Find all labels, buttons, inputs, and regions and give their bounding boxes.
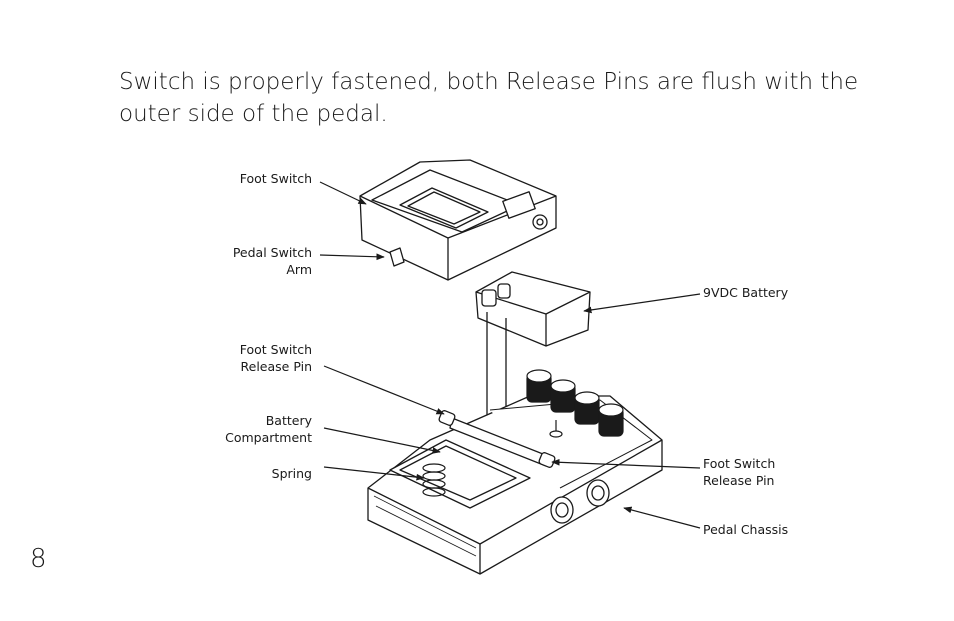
label-pedal-chassis-text: Pedal Chassis [703, 522, 789, 537]
leader-arrows [319, 181, 701, 529]
page-number: 8 [30, 544, 47, 574]
label-release-pin-left-line1: Foot Switch [239, 342, 312, 357]
label-battery-compartment: Battery Compartment [200, 412, 312, 446]
label-release-pin-right: Foot Switch Release Pin [703, 455, 823, 489]
pedal-chassis-drawing [367, 395, 663, 575]
label-release-pin-left: Foot Switch Release Pin [200, 341, 312, 375]
label-release-pin-right-line2: Release Pin [703, 473, 775, 488]
label-spring: Spring [200, 465, 312, 482]
label-battery-compartment-line1: Battery [265, 413, 312, 428]
battery-drawing [475, 271, 591, 347]
label-release-pin-left-line2: Release Pin [240, 359, 312, 374]
label-spring-text: Spring [271, 466, 312, 481]
label-release-pin-right-line1: Foot Switch [703, 456, 776, 471]
label-9vdc-battery-text: 9VDC Battery [703, 285, 789, 300]
label-pedal-chassis: Pedal Chassis [703, 521, 823, 538]
label-battery-compartment-line2: Compartment [225, 430, 312, 445]
intro-text: Switch is properly fastened, both Releas… [119, 69, 859, 127]
label-foot-switch: Foot Switch [200, 170, 312, 187]
label-pedal-switch-arm-line2: Arm [286, 262, 312, 277]
label-pedal-switch-arm-line1: Pedal Switch [232, 245, 312, 260]
label-foot-switch-text: Foot Switch [239, 171, 312, 186]
label-9vdc-battery: 9VDC Battery [703, 284, 823, 301]
pedal-knobs [526, 369, 624, 438]
label-pedal-switch-arm: Pedal Switch Arm [200, 244, 312, 278]
foot-switch-drawing [359, 159, 557, 281]
